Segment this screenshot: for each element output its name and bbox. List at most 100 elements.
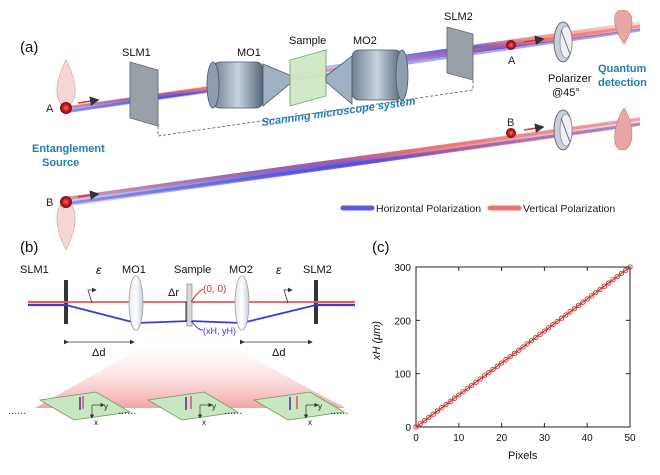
b-axis-y-3: y: [318, 402, 322, 411]
x-tick-label: 30: [539, 433, 551, 444]
data-point: [468, 382, 475, 389]
data-point: [571, 305, 578, 312]
data-point: [443, 401, 449, 408]
b-dots-2: ......: [118, 405, 136, 417]
data-point: [533, 334, 539, 341]
b-slm1-label: SLM1: [20, 264, 49, 276]
data-point: [413, 424, 419, 430]
data-point: [426, 414, 432, 421]
data-point: [516, 347, 522, 353]
b-delta-d-right: Δd: [272, 347, 285, 359]
detector-lobe-bottom: [614, 107, 633, 151]
data-point: [511, 350, 518, 357]
data-point: [460, 389, 466, 395]
x-tick-label: 20: [496, 433, 508, 444]
data-point: [486, 369, 492, 376]
photon-b-source: [60, 196, 72, 208]
data-point: [601, 283, 607, 289]
data-point: [541, 328, 548, 334]
chart-series: [413, 264, 633, 430]
legend-vertical-label: Vertical Polarization: [523, 203, 615, 215]
data-point: [554, 318, 560, 325]
photon-b-detector-label: B: [507, 117, 514, 129]
polarizer-a: [553, 21, 573, 63]
photon-b-detector: [506, 128, 516, 138]
chart-frame: [415, 266, 631, 428]
b-position-label: (xH, yH): [203, 326, 236, 336]
b-epsilon-right: ε: [276, 263, 282, 277]
photon-a-detector: [506, 40, 516, 50]
data-point: [618, 270, 625, 277]
b-slide-2: [146, 391, 240, 421]
panel-a-label: (a): [20, 39, 38, 56]
b-delta-r-label: Δr: [168, 287, 179, 299]
b-epsilon-left: ε: [96, 263, 102, 277]
arrow-b-icon: [77, 190, 100, 200]
data-point: [584, 296, 590, 302]
data-point: [417, 421, 423, 427]
detector-lobe-top: [614, 9, 633, 45]
data-point: [588, 293, 595, 299]
entanglement-lobe-bottom: [56, 199, 76, 251]
b-origin-label: (0, 0): [203, 284, 226, 295]
data-point: [473, 379, 479, 385]
y-tick-label: 100: [394, 370, 411, 381]
panel-c-label: (c): [372, 239, 390, 256]
x-tick-label: 10: [453, 433, 465, 444]
data-point: [593, 289, 599, 296]
polarizer-label-1: Polarizer: [548, 73, 592, 85]
b-mo2-label: MO2: [229, 264, 253, 276]
entanglement-lobe-top: [56, 59, 76, 109]
photon-b-source-label: B: [46, 197, 53, 209]
data-point: [464, 385, 471, 392]
b-dots-4: ......: [330, 405, 348, 417]
data-point: [490, 366, 496, 373]
b-mo2-lens: [234, 275, 250, 331]
data-point: [528, 337, 535, 344]
slm1-plate: [129, 61, 159, 127]
data-point: [456, 392, 462, 398]
data-point: [580, 299, 586, 305]
scanning-system-label: Scanning microscope system: [261, 95, 417, 129]
series-line: [415, 266, 631, 428]
b-axis-x-1: x: [94, 418, 98, 427]
data-point: [610, 277, 616, 283]
data-point: [558, 315, 565, 321]
mo2-label: MO2: [353, 35, 377, 47]
data-point: [623, 267, 629, 273]
sample-slide: [289, 49, 327, 107]
data-point: [421, 417, 428, 424]
slm2-plate: [446, 26, 474, 81]
entanglement-label-1: Entanglement: [32, 143, 105, 155]
x-tick-label: 40: [582, 433, 594, 444]
data-point: [524, 341, 530, 347]
data-point: [605, 280, 612, 286]
quantum-label-1: Quantum: [598, 63, 646, 75]
data-point: [550, 321, 556, 328]
b-axis-y-1: y: [104, 402, 108, 411]
data-point: [439, 405, 445, 411]
b-delta-d-left: Δd: [92, 347, 105, 359]
y-tick-label: 300: [394, 263, 411, 274]
legend-horizontal-label: Horizontal Polarization: [376, 203, 481, 215]
data-point: [507, 353, 513, 360]
data-point: [546, 325, 552, 331]
panel-b-label: (b): [20, 239, 38, 256]
data-point: [434, 408, 441, 414]
panel-b: (b) SLM1 MO1 Sample MO2 SLM2 Δr (0, 0) (…: [8, 239, 355, 427]
b-dots-1: ......: [8, 405, 26, 417]
b-slm2-label: SLM2: [303, 264, 332, 276]
y-tick-label: 200: [394, 316, 411, 327]
b-axis-y-2: y: [212, 402, 216, 411]
data-point: [627, 264, 633, 270]
chart-y-label: xH (μm): [371, 321, 383, 361]
photon-a-source-label: A: [46, 103, 54, 115]
scanning-bracket: [157, 80, 474, 137]
data-point: [503, 357, 509, 363]
arrow-a-detector-icon: [523, 35, 545, 45]
data-point: [563, 312, 569, 318]
